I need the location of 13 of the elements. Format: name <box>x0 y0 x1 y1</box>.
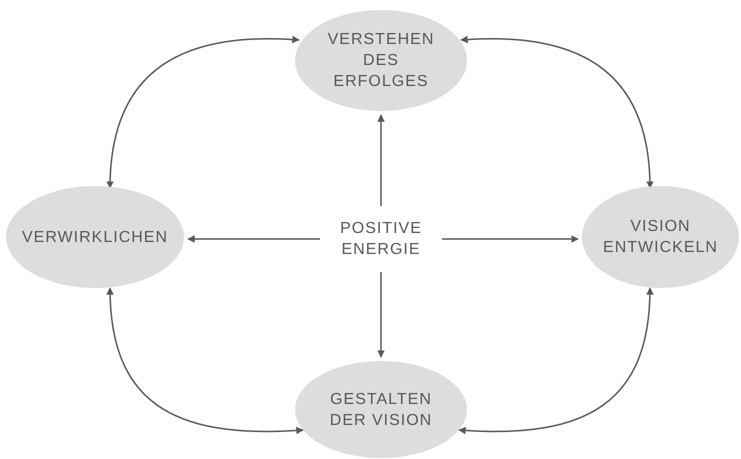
node-label: VERWIRKLICHEN <box>20 228 170 248</box>
arrow <box>377 272 385 358</box>
arrow <box>460 36 654 189</box>
arrow <box>442 235 579 243</box>
arrow <box>458 287 654 434</box>
node-label: VISION ENTWICKELN <box>602 217 719 258</box>
arrow <box>377 114 385 206</box>
node-label: VERSTEHEN DES ERFOLGES <box>326 30 436 92</box>
node-label: POSITIVE ENERGIE <box>339 219 423 260</box>
arrow <box>187 235 320 243</box>
arrow <box>106 36 300 189</box>
arrow <box>106 287 304 434</box>
node-label: GESTALTEN DER VISION <box>328 390 434 430</box>
